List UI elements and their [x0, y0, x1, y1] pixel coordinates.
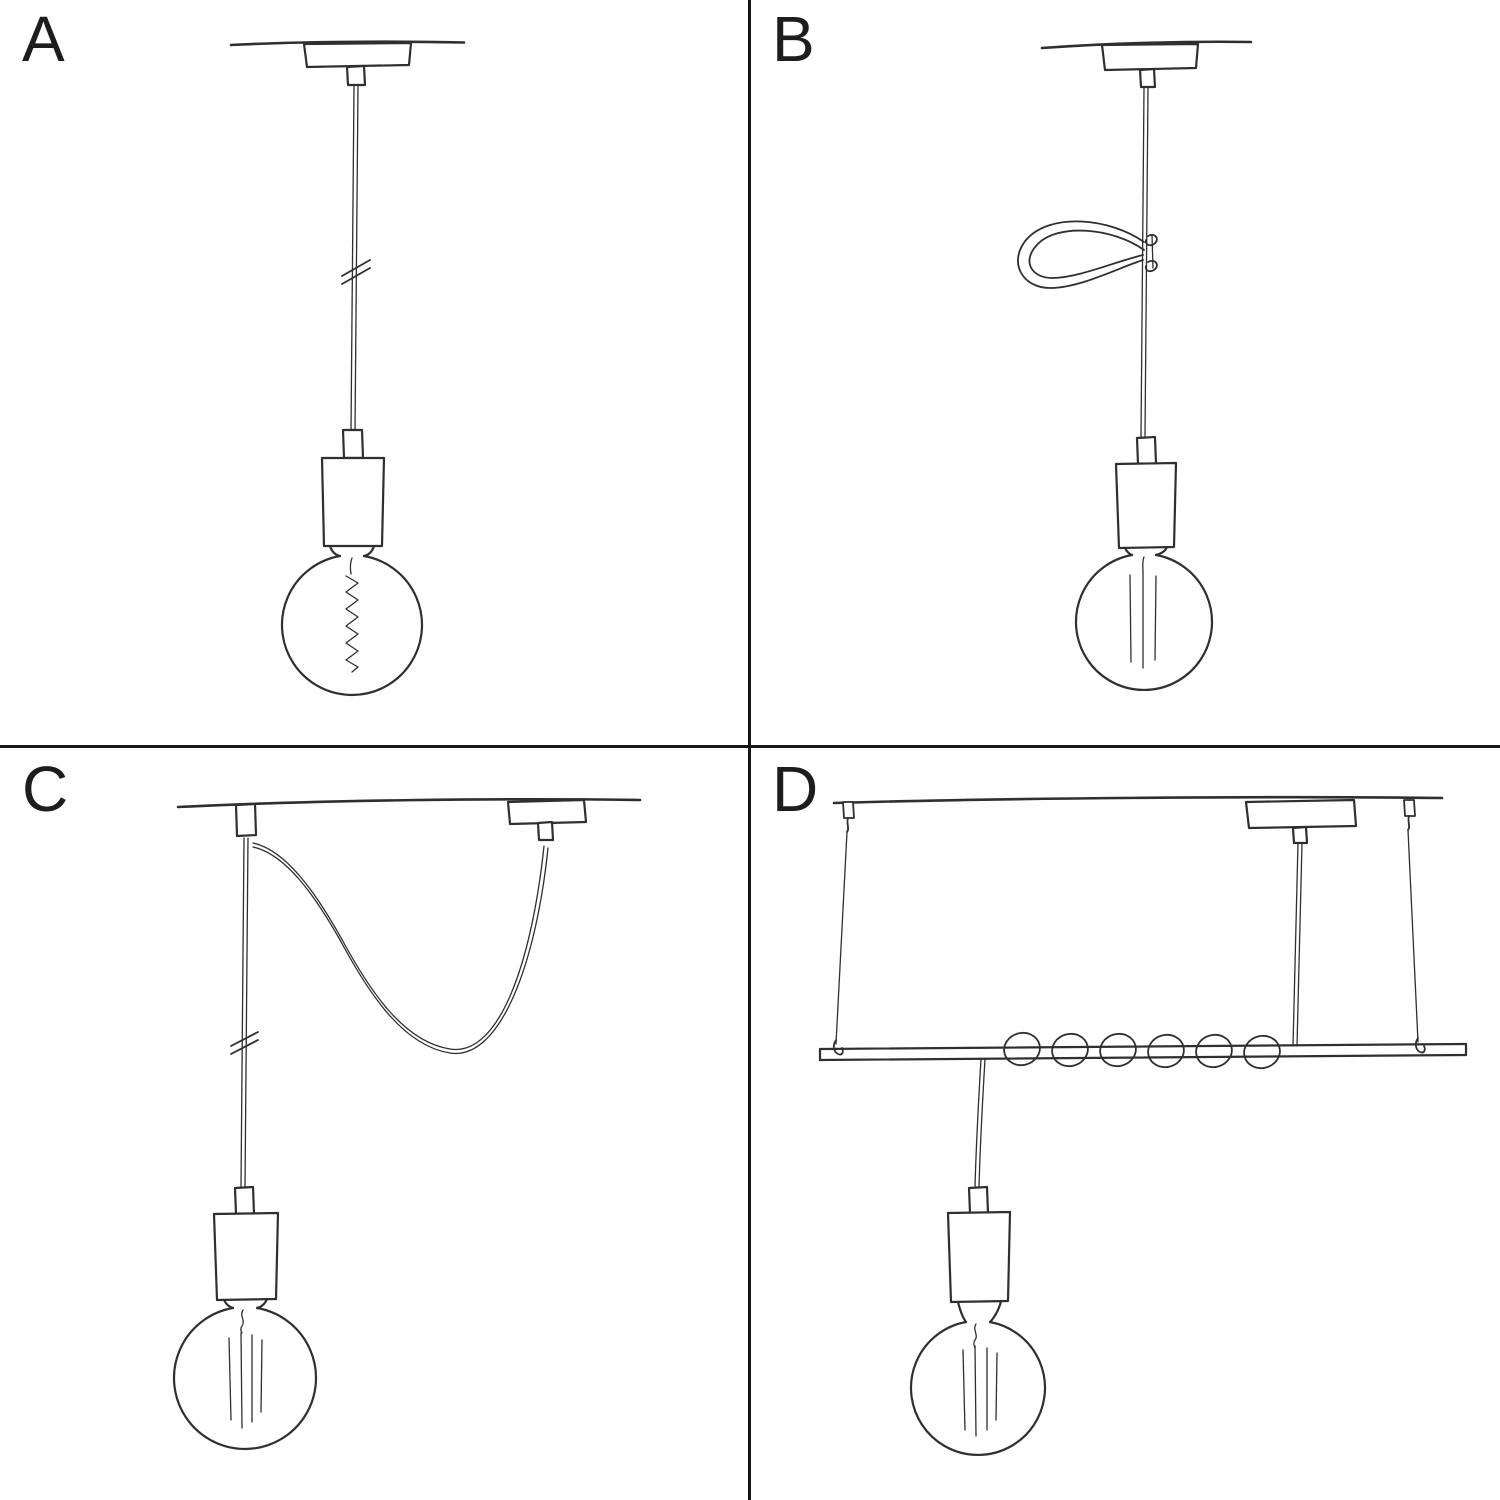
- bulb-filament: [228, 1309, 263, 1429]
- cable-loop-hook: [1017, 220, 1158, 289]
- ceiling-canopy: [1244, 798, 1358, 845]
- panel-c: C: [0, 750, 750, 1500]
- cable-length-marker: [230, 1031, 259, 1055]
- pendant-with-cable-loop-hook-sketch: [1017, 40, 1253, 691]
- panel-d: D: [750, 750, 1500, 1500]
- panel-a-label: A: [22, 3, 66, 75]
- grid-divider-vertical: [748, 0, 751, 1500]
- pendant-straight-drop-sketch: [229, 40, 466, 697]
- cable-length-marker: [341, 259, 371, 285]
- lamp-holder: [1114, 435, 1178, 557]
- pendant-cable: [1140, 87, 1149, 438]
- lamp-holder: [946, 1185, 1012, 1324]
- panel-b: B: [750, 0, 1500, 750]
- lamp-holder: [212, 1185, 280, 1310]
- panel-c-label: C: [22, 753, 70, 825]
- ceiling-line: [832, 795, 1444, 805]
- pendant-coiled-on-suspended-bar-sketch: [818, 795, 1468, 1456]
- ceiling-hook-left: [842, 801, 855, 833]
- light-bulb: [280, 554, 424, 697]
- coiled-cable: [1003, 1031, 1281, 1070]
- grid-divider-horizontal: [0, 745, 1500, 748]
- ceiling-cable-clamp: [234, 802, 258, 838]
- ceiling-canopy: [302, 41, 413, 87]
- ceiling-hook-right: [1403, 799, 1416, 831]
- light-bulb: [172, 1306, 318, 1450]
- pendant-cable: [240, 837, 249, 1188]
- ceiling-line: [229, 40, 466, 47]
- ceiling-canopy: [1100, 42, 1200, 89]
- ceiling-canopy: [506, 798, 588, 842]
- bulb-filament: [345, 557, 359, 673]
- pendant-cable: [1292, 842, 1303, 1047]
- swag-cable: [252, 842, 549, 1054]
- panel-d-label: D: [772, 753, 820, 825]
- light-bulb: [909, 1320, 1047, 1456]
- panel-a: A: [0, 0, 750, 750]
- lamp-holder: [320, 428, 386, 558]
- bulb-filament: [1129, 556, 1157, 669]
- pendant-cable: [350, 85, 359, 432]
- hanging-bar: [818, 1042, 1468, 1062]
- suspension-wire-right: [1407, 829, 1426, 1054]
- light-bulb: [1074, 553, 1214, 691]
- panel-b-label: B: [772, 3, 816, 75]
- pendant-swag-two-ceiling-points-sketch: [172, 797, 642, 1450]
- drop-cable: [974, 1058, 986, 1188]
- ceiling-line: [1040, 40, 1253, 50]
- suspension-wire-left: [832, 831, 848, 1056]
- bulb-filament: [962, 1323, 998, 1437]
